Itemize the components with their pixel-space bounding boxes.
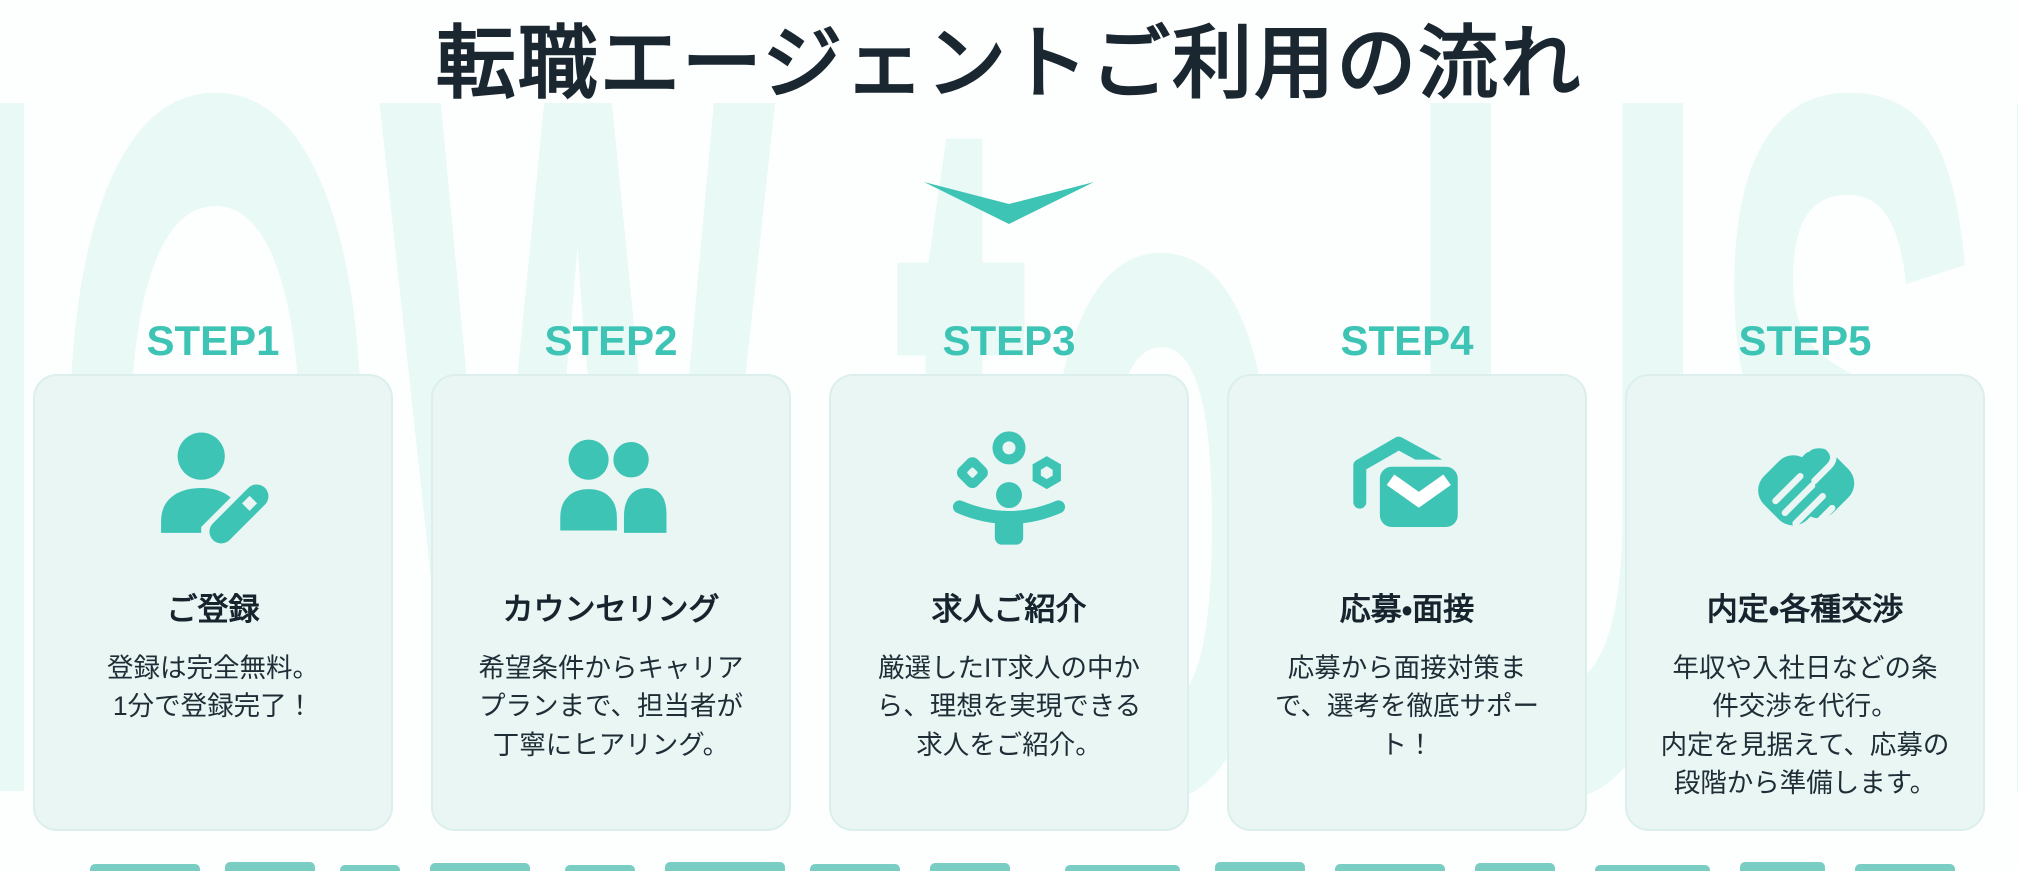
card-title: 内定・各種交渉 xyxy=(1706,592,1904,627)
card-description: 登録は完全無料。 1分で登録完了！ xyxy=(107,653,319,722)
bottom-cutoff-decoration xyxy=(0,861,2018,871)
step-column-2: STEP2 カウンセリング 希望条件からキャリア xyxy=(431,318,791,831)
step-column-1: STEP1 ご登録 登録は完全無料。 1分で登録完了！ xyxy=(33,318,393,831)
card-description: 応募から面接対策ま で、選考を徹底サポー ト！ xyxy=(1275,653,1539,760)
step-label: STEP5 xyxy=(1738,317,1872,364)
user-register-edit-icon xyxy=(57,426,369,550)
steps-row: STEP1 ご登録 登録は完全無料。 1分で登録完了！ xyxy=(0,318,2018,831)
step-card: カウンセリング 希望条件からキャリア プランまで、担当者が 丁寧にヒアリング。 xyxy=(431,374,791,831)
step-card: 応募・面接 応募から面接対策ま で、選考を徹底サポー ト！ xyxy=(1227,374,1587,831)
card-description: 年収や入社日などの条 件交渉を代行。 内定を見据えて、応募の 段階から準備します… xyxy=(1660,653,1950,799)
step-label: STEP3 xyxy=(942,317,1076,364)
job-matching-icon xyxy=(853,426,1165,550)
step-card: 求人ご紹介 厳選したIT求人の中か ら、理想を実現できる 求人をご紹介。 xyxy=(829,374,1189,831)
down-arrow-icon xyxy=(924,182,1094,224)
step-label: STEP2 xyxy=(544,317,678,364)
card-title: ご登録 xyxy=(166,592,260,627)
counseling-people-icon xyxy=(455,426,767,550)
step-label: STEP1 xyxy=(146,317,280,364)
card-title: カウンセリング xyxy=(502,592,720,627)
step-column-3: STEP3 xyxy=(829,318,1189,831)
card-description: 希望条件からキャリア プランまで、担当者が 丁寧にヒアリング。 xyxy=(478,653,744,760)
card-description: 厳選したIT求人の中か ら、理想を実現できる 求人をご紹介。 xyxy=(876,653,1142,760)
card-title: 求人ご紹介 xyxy=(931,592,1087,627)
section-title: 転職エージェントご利用の流れ xyxy=(435,19,1583,108)
application-mail-icon xyxy=(1251,426,1563,550)
step-column-4: STEP4 応募・面接 応募から面接対策ま で、選考を徹底サポー ト！ xyxy=(1227,318,1587,831)
step-card: ご登録 登録は完全無料。 1分で登録完了！ xyxy=(33,374,393,831)
card-title: 応募・面接 xyxy=(1339,592,1475,627)
step-label: STEP4 xyxy=(1340,317,1474,364)
step-column-5: STEP5 xyxy=(1625,318,1985,831)
step-card: 内定・各種交渉 年収や入社日などの条 件交渉を代行。 内定を見据えて、応募の 段… xyxy=(1625,374,1985,831)
handshake-icon xyxy=(1649,426,1961,550)
